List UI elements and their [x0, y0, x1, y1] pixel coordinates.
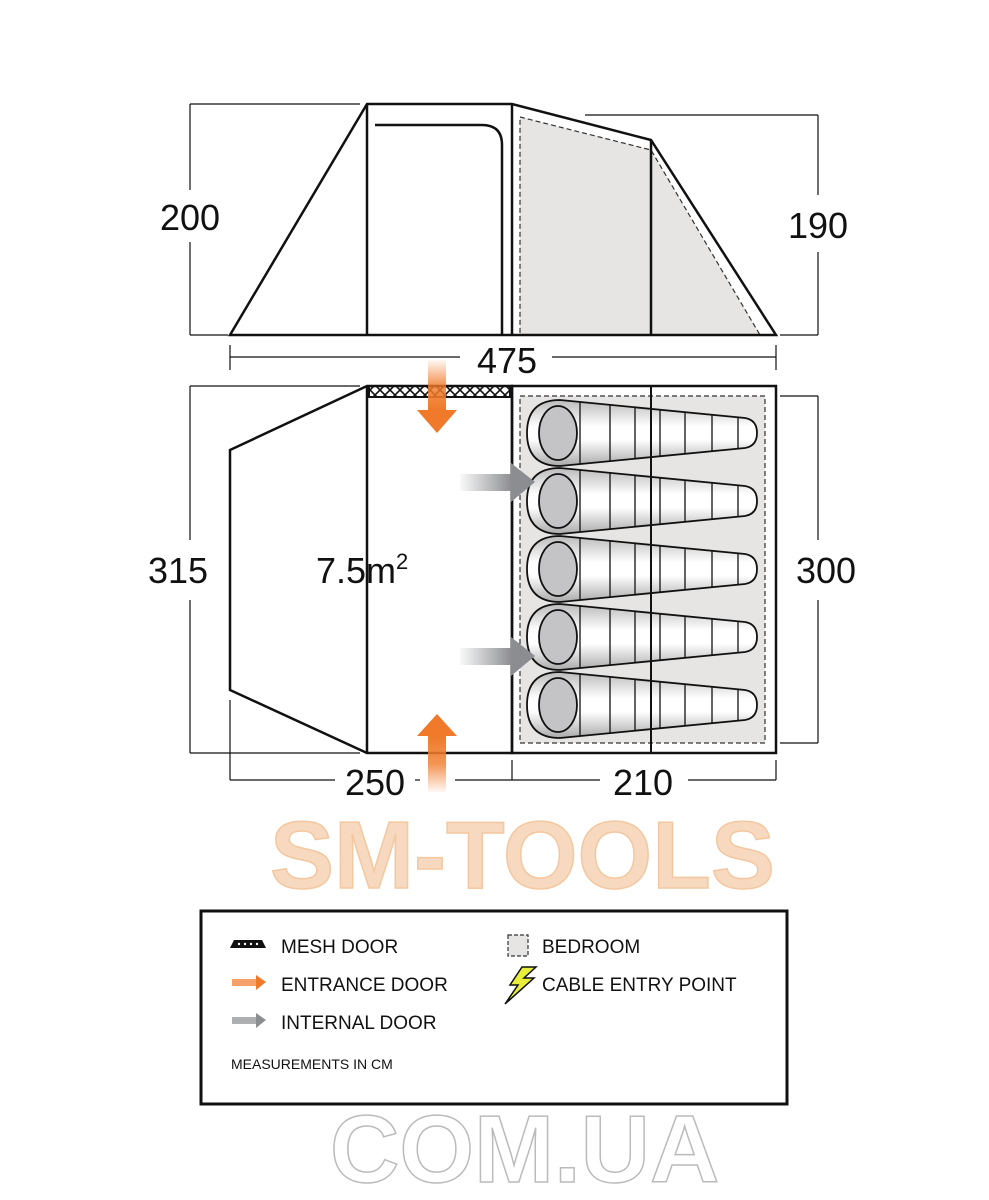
svg-text:SM-TOOLS: SM-TOOLS [270, 802, 775, 909]
bag-body [526, 671, 758, 739]
internal-door-2 [460, 637, 535, 676]
sleeping-bag [526, 399, 758, 467]
bag-head [538, 677, 578, 733]
entrance-door-icon [232, 975, 266, 990]
legend-mesh-door: MESH DOOR [281, 937, 398, 958]
sleeping-bags [526, 399, 758, 739]
entrance-door-bottom [417, 714, 457, 792]
height-right-label: 190 [788, 205, 848, 246]
sleeping-bag [526, 535, 758, 603]
internal-door-icon [232, 1013, 266, 1028]
sleeping-bag [526, 603, 758, 671]
total-length-label: 475 [477, 340, 537, 381]
height-left-label: 200 [160, 197, 220, 238]
door-outline [375, 123, 504, 335]
bag-body [526, 399, 758, 467]
bag-body [526, 535, 758, 603]
legend-bedroom: BEDROOM [542, 937, 640, 958]
bag-head [538, 541, 578, 597]
legend-cable-entry: CABLE ENTRY POINT [542, 975, 737, 996]
bag-body [526, 603, 758, 671]
sleeping-bag [526, 671, 758, 739]
legend-internal-door: INTERNAL DOOR [281, 1013, 437, 1034]
svg-text:COM.UA: COM.UA [330, 1096, 719, 1200]
bedroom-icon [507, 934, 529, 957]
living-area-label: 7.5m2 [316, 549, 408, 591]
bedroom-length-label: 210 [613, 762, 673, 803]
bedroom-outline [510, 384, 778, 755]
living-length-label: 250 [345, 762, 405, 803]
depth-left-label: 315 [148, 550, 208, 591]
bag-head [538, 405, 578, 461]
lightning-icon [504, 966, 538, 1005]
legend-entrance-door: ENTRANCE DOOR [281, 975, 448, 996]
side-view [227, 102, 779, 337]
plan-dimensions [189, 385, 819, 781]
legend-note: MEASUREMENTS IN CM [231, 1056, 393, 1072]
tent-outline-side [227, 102, 779, 337]
mesh-door-icon [230, 940, 266, 948]
side-dimensions [189, 103, 819, 370]
depth-right-label: 300 [796, 550, 856, 591]
watermark: SM-TOOLS COM.UA [269, 801, 775, 1200]
entrance-door-top [417, 360, 457, 433]
bag-head [538, 473, 578, 529]
bedroom-side [519, 116, 762, 336]
legend: MESH DOOR ENTRANCE DOOR INTERNAL DOOR BE… [199, 909, 789, 1106]
internal-door-1 [460, 463, 535, 502]
bag-head [538, 609, 578, 665]
